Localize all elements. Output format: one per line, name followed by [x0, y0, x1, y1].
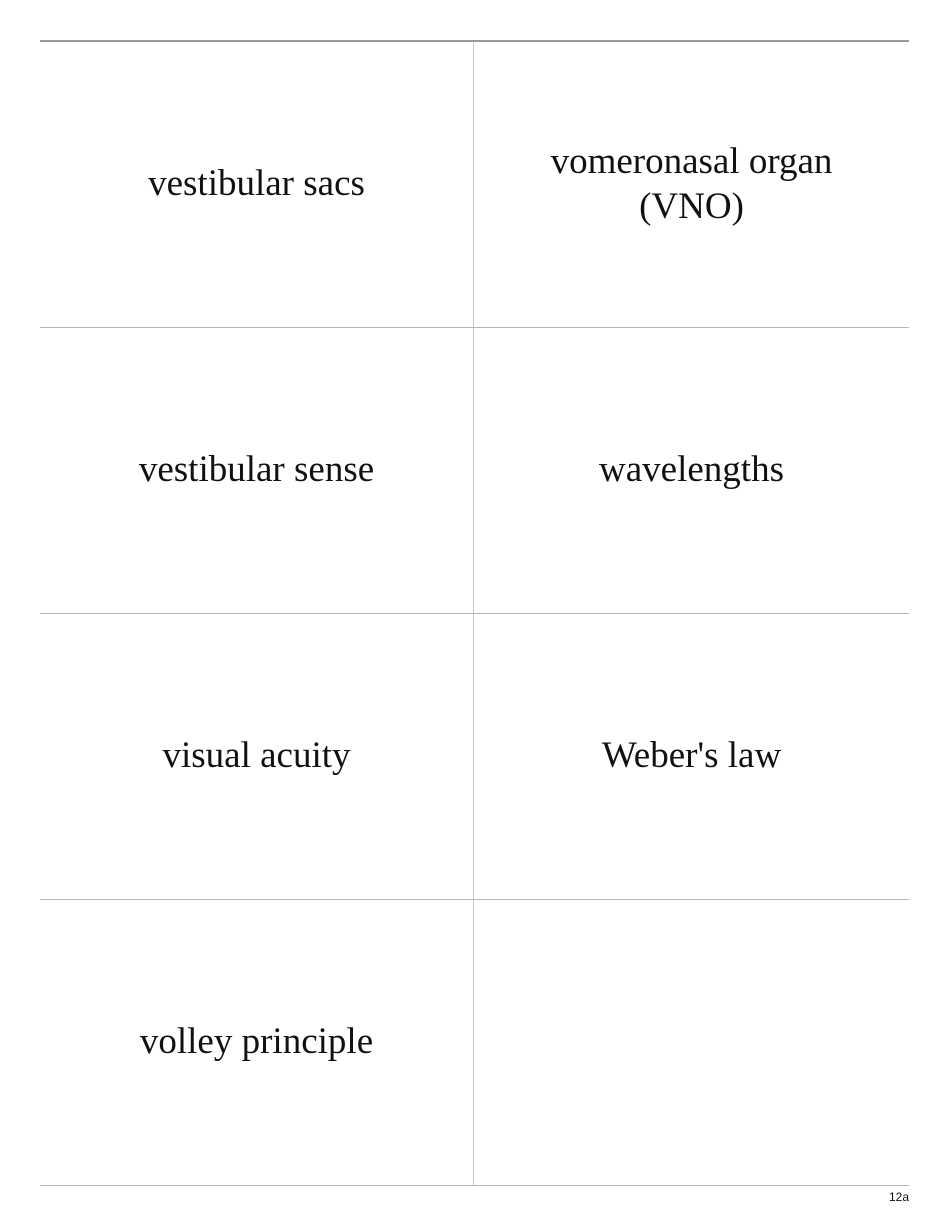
- flashcard: visual acuity: [40, 614, 474, 900]
- flashcard-empty: [474, 900, 909, 1186]
- flashcard: vomeronasal organ (VNO): [474, 42, 909, 328]
- card-term: visual acuity: [162, 735, 351, 777]
- card-term: vomeronasal organ (VNO): [550, 141, 833, 227]
- card-term: volley principle: [139, 1021, 374, 1063]
- card-term: vestibular sacs: [148, 163, 365, 205]
- top-rule: [40, 40, 909, 42]
- card-term: Weber's law: [601, 735, 782, 777]
- flashcard: volley principle: [40, 900, 474, 1186]
- flashcard-grid: vestibular sacs vomeronasal organ (VNO) …: [40, 42, 909, 1186]
- flashcard: Weber's law: [474, 614, 909, 900]
- card-term: wavelengths: [599, 449, 784, 491]
- card-term: vestibular sense: [138, 449, 375, 491]
- flashcard-sheet: vestibular sacs vomeronasal organ (VNO) …: [40, 40, 909, 1186]
- page-number: 12a: [888, 1190, 909, 1204]
- flashcard: wavelengths: [474, 328, 909, 614]
- flashcard: vestibular sense: [40, 328, 474, 614]
- flashcard: vestibular sacs: [40, 42, 474, 328]
